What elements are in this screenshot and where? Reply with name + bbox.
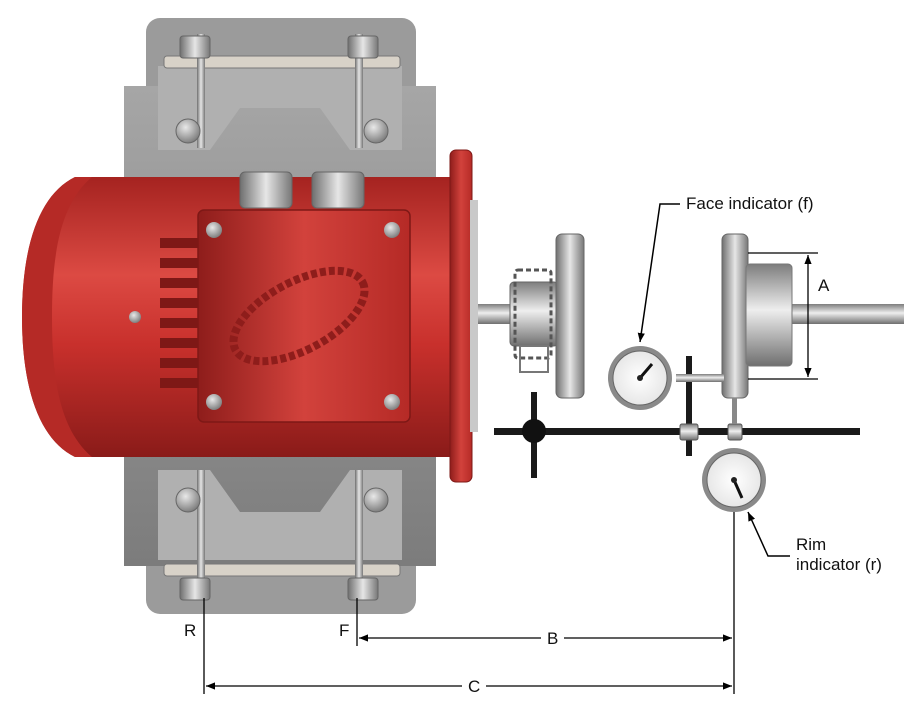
rim-indicator-line2: indicator (r): [796, 554, 882, 574]
dimension-c-label: C: [462, 677, 487, 697]
left-coupling-hub: [509, 233, 585, 399]
dimension-b-label: B: [541, 629, 565, 649]
dimension-a-label: A: [818, 276, 830, 295]
rim-indicator-gauge: [702, 448, 766, 512]
point-f-label: F: [339, 621, 350, 640]
rim-indicator-line1: Rim: [796, 535, 827, 554]
point-r-label: R: [184, 621, 197, 640]
face-indicator-label: Face indicator (f): [686, 194, 814, 214]
rim-indicator-label: Rim indicator (r): [796, 535, 882, 574]
rim-indicator-leader: [747, 511, 790, 557]
right-coupling-hub: [721, 233, 793, 399]
face-indicator-leader: [637, 203, 680, 343]
driven-shaft: [790, 304, 904, 324]
face-indicator-text: Face indicator (f): [686, 194, 814, 213]
indicator-bracket: [494, 356, 860, 478]
electric-motor: [22, 149, 478, 483]
face-indicator-gauge: [608, 346, 672, 410]
